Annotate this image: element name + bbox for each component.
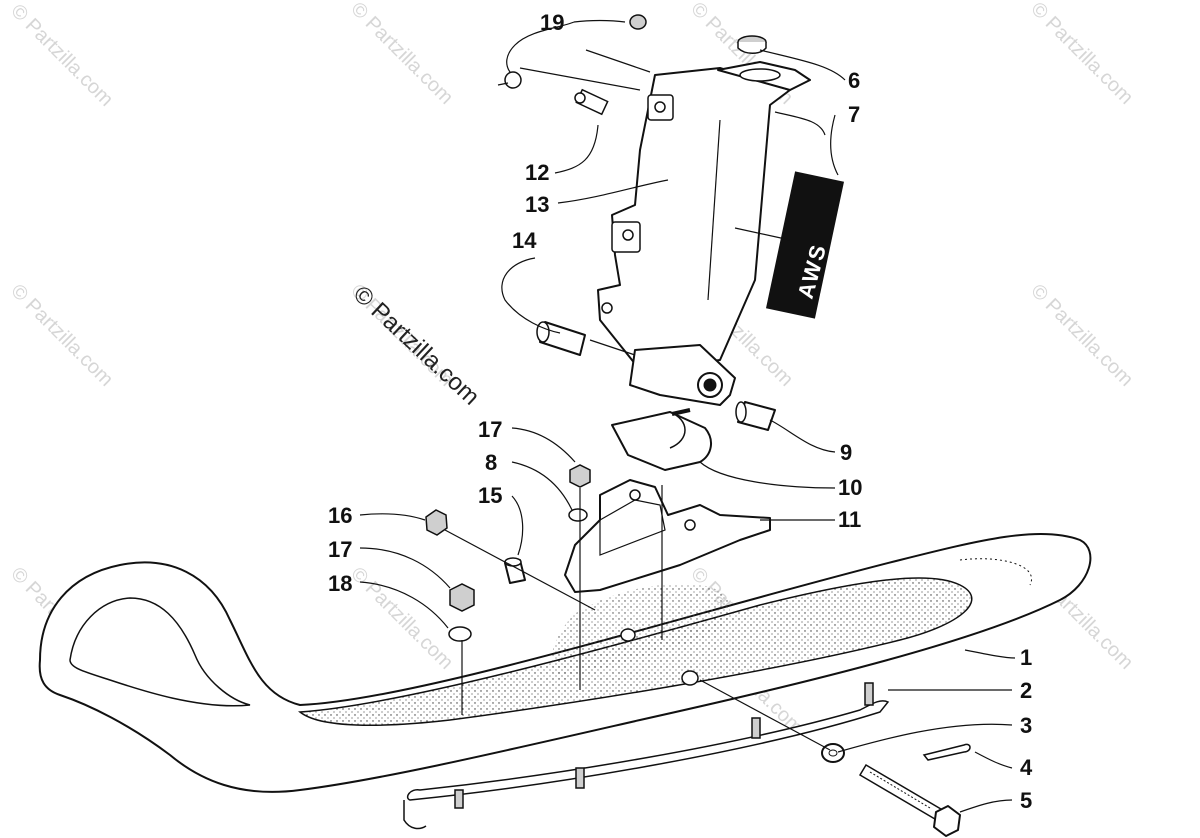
washer bbox=[448, 626, 472, 642]
bushing bbox=[536, 321, 586, 356]
ski bbox=[38, 532, 1092, 793]
callout-15: 15 bbox=[478, 483, 502, 508]
callout-6: 6 bbox=[848, 68, 860, 93]
callout-19: 19 bbox=[540, 10, 564, 35]
cotter-pin bbox=[922, 743, 971, 761]
nut bbox=[629, 14, 647, 30]
wear-bar-stud bbox=[454, 789, 464, 809]
callout-18: 18 bbox=[328, 571, 352, 596]
wear-bar bbox=[403, 682, 890, 830]
callout-14: 14 bbox=[512, 228, 537, 253]
callout-17-upper: 17 bbox=[478, 417, 502, 442]
bumper-cap bbox=[737, 35, 767, 54]
mount-hole bbox=[620, 628, 636, 642]
callout-2: 2 bbox=[1020, 678, 1032, 703]
nut bbox=[497, 71, 522, 89]
watermark: © Partzilla.com bbox=[6, 280, 117, 391]
spindle-bracket bbox=[629, 344, 736, 406]
watermark: © Partzilla.com bbox=[1026, 280, 1137, 391]
bolt bbox=[858, 763, 961, 837]
callout-8: 8 bbox=[485, 450, 497, 475]
grease-fitting bbox=[574, 88, 609, 116]
mount-hole bbox=[681, 670, 699, 686]
nut bbox=[449, 583, 475, 612]
saddle bbox=[564, 479, 771, 593]
wear-bar-stud bbox=[751, 717, 761, 739]
watermark: © Partzilla.com bbox=[346, 563, 457, 674]
washer bbox=[568, 508, 588, 522]
leader-lines bbox=[359, 19, 1016, 813]
spring-pad bbox=[611, 408, 712, 471]
aws-decal: AWS ARCTIC WHEELBASE SUSPENSION bbox=[765, 171, 851, 319]
spindle bbox=[597, 61, 811, 371]
partzilla-watermark: © Partzilla.com bbox=[348, 281, 485, 411]
callout-1: 1 bbox=[1020, 645, 1032, 670]
washer bbox=[821, 743, 845, 763]
watermark: © Partzilla.com bbox=[1026, 0, 1137, 109]
wear-bar-stud bbox=[864, 682, 874, 706]
callout-10: 10 bbox=[838, 475, 862, 500]
watermark: © Partzilla.com bbox=[6, 0, 117, 111]
callout-layer: 1 2 3 4 5 6 7 8 9 10 11 12 13 14 15 16 1… bbox=[328, 10, 1033, 813]
bushing bbox=[735, 401, 776, 431]
watermark: © Partzilla.com bbox=[346, 0, 457, 109]
callout-11: 11 bbox=[838, 507, 861, 532]
callout-9: 9 bbox=[840, 440, 852, 465]
callout-12: 12 bbox=[525, 160, 549, 185]
callout-16: 16 bbox=[328, 503, 352, 528]
nut bbox=[425, 509, 448, 536]
callout-17-lower: 17 bbox=[328, 537, 352, 562]
callout-5: 5 bbox=[1020, 788, 1032, 813]
callout-3: 3 bbox=[1020, 713, 1032, 738]
nut bbox=[569, 464, 591, 488]
callout-13: 13 bbox=[525, 192, 549, 217]
wear-bar-stud bbox=[575, 767, 585, 789]
callout-4: 4 bbox=[1020, 755, 1033, 780]
callout-7: 7 bbox=[848, 102, 860, 127]
